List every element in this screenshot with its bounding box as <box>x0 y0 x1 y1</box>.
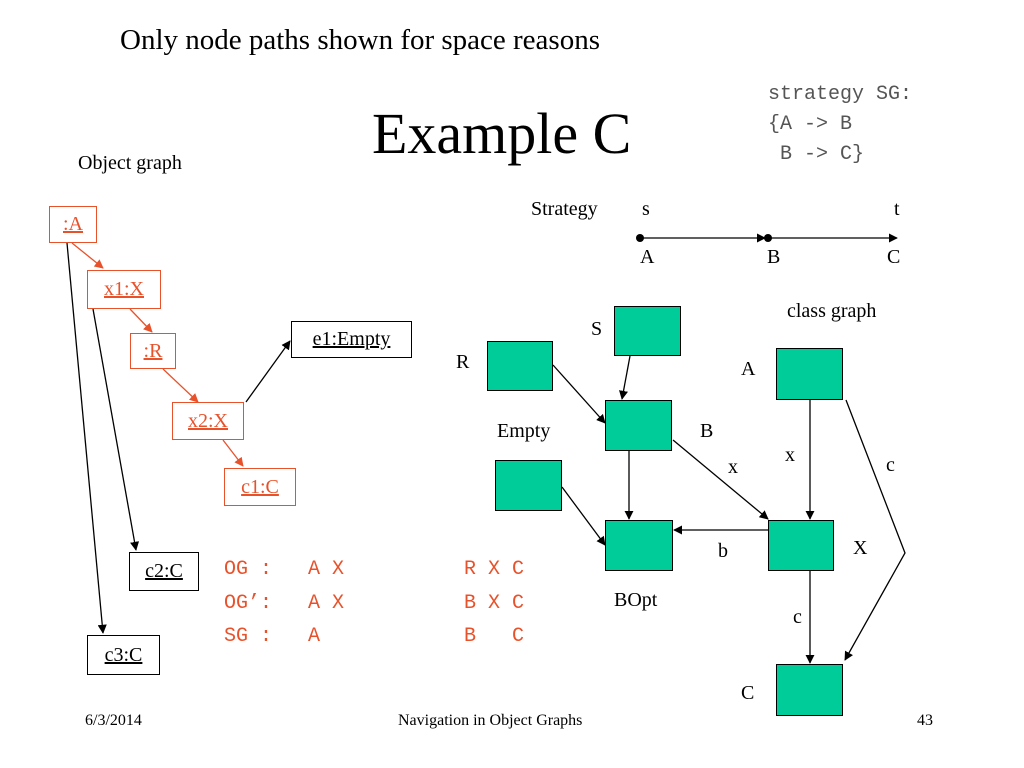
node-c2: c2:C <box>129 552 199 591</box>
class-box-s <box>614 306 681 356</box>
footer-title: Navigation in Object Graphs <box>398 712 583 729</box>
footer-page-number: 43 <box>917 712 933 729</box>
class-box-empty <box>495 460 562 511</box>
strategy-code-line-3: B -> C} <box>768 143 865 166</box>
class-edge-b-x <box>672 439 769 520</box>
edge-x2-c1 <box>222 439 244 467</box>
strategy-dot-a <box>636 234 644 242</box>
edge-label-b-upper: B <box>700 420 714 442</box>
path-row-sg-left: A <box>308 625 321 648</box>
strategy-label: Strategy <box>531 198 598 220</box>
edge-label-b-lower: b <box>718 540 728 562</box>
class-edge-s-b <box>619 355 631 400</box>
edge-label-c-right: c <box>886 454 895 476</box>
class-box-bopt <box>605 520 673 571</box>
edge-label-x-left: x <box>728 456 738 478</box>
strategy-t-label: t <box>894 198 900 220</box>
path-row-sg-label: SG : <box>224 625 273 648</box>
path-row-og-right: R X C <box>464 558 525 581</box>
path-row-ogp-right: B X C <box>464 592 525 615</box>
strategy-c-label: C <box>887 246 901 268</box>
class-label-a: A <box>741 358 756 380</box>
strategy-a-label: A <box>640 246 655 268</box>
edge-a-c3 <box>66 242 107 634</box>
edge-label-x-right: x <box>785 444 795 466</box>
class-edge-empty-bopt <box>561 486 606 546</box>
edge-x2-e1 <box>245 340 291 403</box>
strategy-code-line-1: strategy SG: <box>768 83 913 106</box>
strategy-code-line-2: {A -> B <box>768 113 853 136</box>
edge-a-x1 <box>71 242 104 269</box>
class-label-r: R <box>456 351 470 373</box>
class-edge-r-b <box>552 364 606 424</box>
node-r: :R <box>130 333 176 369</box>
path-row-ogp-left: A X <box>308 592 345 615</box>
path-row-og-left: A X <box>308 558 345 581</box>
path-row-og-label: OG : <box>224 558 273 581</box>
class-label-x: X <box>853 537 868 559</box>
class-label-s: S <box>591 318 603 340</box>
path-row-ogp-label: OG’: <box>224 592 273 615</box>
edge-x1-c2 <box>92 308 140 551</box>
node-x1: x1:X <box>87 270 161 309</box>
strategy-b-label: B <box>767 246 781 268</box>
class-box-a <box>776 348 843 400</box>
path-row-sg-right: B C <box>464 625 525 648</box>
header-note: Only node paths shown for space reasons <box>120 24 601 56</box>
edge-r-x2 <box>162 368 199 403</box>
page-title: Example C <box>372 101 632 166</box>
class-edge-a-c <box>844 399 906 661</box>
class-label-empty: Empty <box>497 420 551 442</box>
node-e1: e1:Empty <box>291 321 412 358</box>
class-graph-label: class graph <box>787 300 877 322</box>
footer-date: 6/3/2014 <box>85 712 142 729</box>
node-x2: x2:X <box>172 402 244 440</box>
object-graph-label: Object graph <box>78 152 182 174</box>
node-a: :A <box>49 206 97 243</box>
edge-label-c-lower: c <box>793 606 802 628</box>
class-box-r <box>487 341 553 391</box>
node-c3: c3:C <box>87 635 160 675</box>
strategy-s-label: s <box>642 198 650 220</box>
edge-x1-r <box>129 308 153 333</box>
node-c1: c1:C <box>224 468 296 506</box>
class-box-b <box>605 400 672 451</box>
class-box-x <box>768 520 834 571</box>
class-label-c: C <box>741 682 755 704</box>
strategy-dot-b <box>764 234 772 242</box>
class-label-bopt: BOpt <box>614 589 658 611</box>
class-box-c <box>776 664 843 716</box>
